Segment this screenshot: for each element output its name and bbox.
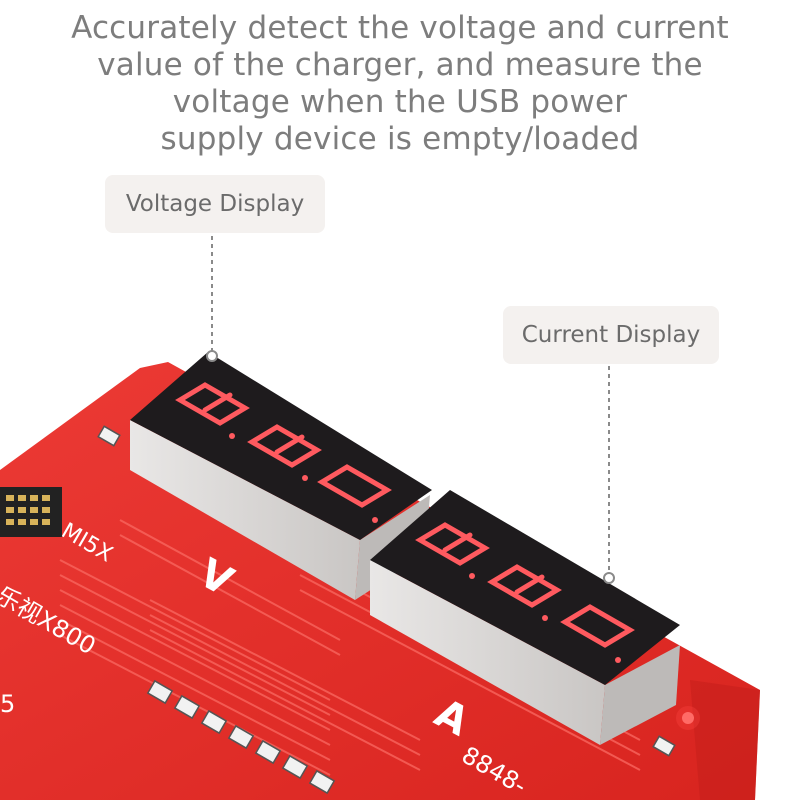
board-connector [0,487,62,537]
headline-line: Accurately detect the voltage and curren… [71,10,729,46]
status-led [682,712,694,724]
callout-leaders [211,236,610,574]
voltage-digits [175,382,392,508]
smd-components [97,425,676,795]
board-label-number: 5 [0,690,15,718]
voltage-display-face [130,352,432,540]
current-display-module [370,490,680,745]
current-display-callout: Current Display [503,306,719,364]
pcb-edge [690,680,760,800]
headline-line: voltage when the USB power [172,84,628,120]
headline-line: value of the charger, and measure the [97,47,703,83]
voltage-leader-dot [206,350,218,362]
current-leader-dot [603,572,615,584]
current-digits [415,522,635,648]
voltage-display-callout: Voltage Display [105,175,325,233]
headline-line: supply device is empty/loaded [160,121,640,157]
headline: Accurately detect the voltage and curren… [40,10,760,158]
